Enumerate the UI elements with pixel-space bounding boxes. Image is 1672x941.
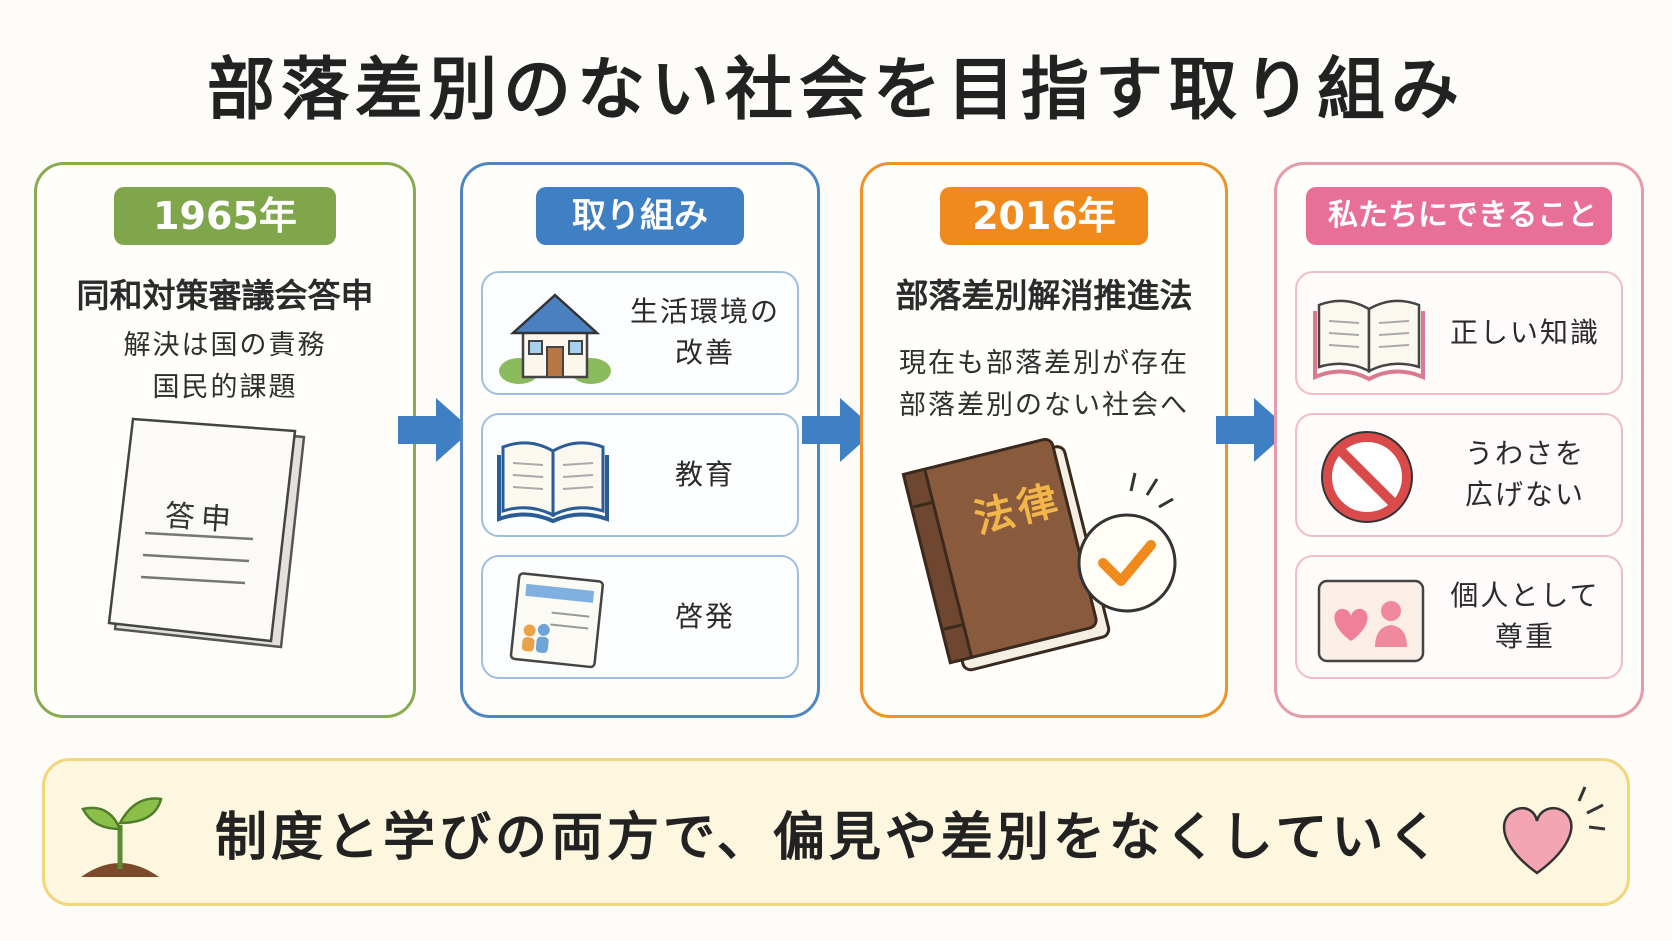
- arrow-right-icon: [1216, 398, 1290, 462]
- card-what-we-can-do: 私たちにできること 正しい知識 うわさを広げない: [1274, 162, 1644, 718]
- item-respect-individual: 個人として尊重: [1295, 555, 1623, 679]
- item-awareness: 啓発: [481, 555, 799, 679]
- card-initiatives: 取り組み 生活環境の改善 教育: [460, 162, 820, 718]
- item-label: 個人として尊重: [1450, 579, 1600, 653]
- document-icon: [107, 417, 306, 649]
- bottom-banner: 制度と学びの両方で、偏見や差別をなくしていく: [42, 758, 1630, 906]
- check-badge-icon: [1077, 472, 1177, 613]
- heart-icon: [1502, 786, 1606, 875]
- item-living-environment: 生活環境の改善: [481, 271, 799, 395]
- arrow-right-icon: [802, 398, 876, 462]
- what-we-can-do-pill: 私たちにできること: [1306, 187, 1612, 245]
- page-title: 部落差別のない社会を目指す取り組み: [206, 51, 1465, 130]
- item-label: 正しい知識: [1449, 315, 1600, 349]
- book-icon: [1313, 299, 1425, 382]
- heart-person-icon: [1317, 579, 1425, 663]
- year-pill-1965: 1965年: [114, 187, 336, 245]
- card-line-2: 部落差別のない社会へ: [899, 390, 1189, 421]
- document-label: 答申: [163, 498, 238, 539]
- prohibited-icon: [1321, 431, 1413, 523]
- open-book-icon: [497, 441, 609, 524]
- item-label: うわさを広げない: [1464, 437, 1585, 511]
- card-line-2: 国民的課題: [152, 372, 298, 403]
- item-label: 生活環境の改善: [629, 295, 780, 369]
- card-heading: 部落差別解消推進法: [895, 276, 1193, 315]
- item-label: 教育: [674, 457, 735, 491]
- card-line-1: 解決は国の責務: [123, 330, 327, 361]
- card-2016: 2016年 部落差別解消推進法 現在も部落差別が存在 部落差別のない社会へ 法律: [860, 162, 1228, 718]
- item-education: 教育: [481, 413, 799, 537]
- banner-message: 制度と学びの両方で、偏見や差別をなくしていく: [215, 807, 1444, 868]
- law-book-icon: [901, 437, 1111, 672]
- year-pill-2016: 2016年: [940, 187, 1148, 245]
- item-no-rumors: うわさを広げない: [1295, 413, 1623, 537]
- arrow-right-icon: [398, 398, 472, 462]
- card-1965: 1965年 同和対策審議会答申 解決は国の責務 国民的課題 答申: [34, 162, 416, 718]
- item-correct-knowledge: 正しい知識: [1295, 271, 1623, 395]
- initiatives-pill: 取り組み: [536, 187, 744, 245]
- card-line-1: 現在も部落差別が存在: [899, 348, 1189, 379]
- sprout-icon: [81, 797, 163, 877]
- poster-icon: [509, 572, 605, 669]
- card-heading: 同和対策審議会答申: [76, 276, 374, 315]
- item-label: 啓発: [674, 599, 735, 633]
- house-icon: [499, 293, 611, 384]
